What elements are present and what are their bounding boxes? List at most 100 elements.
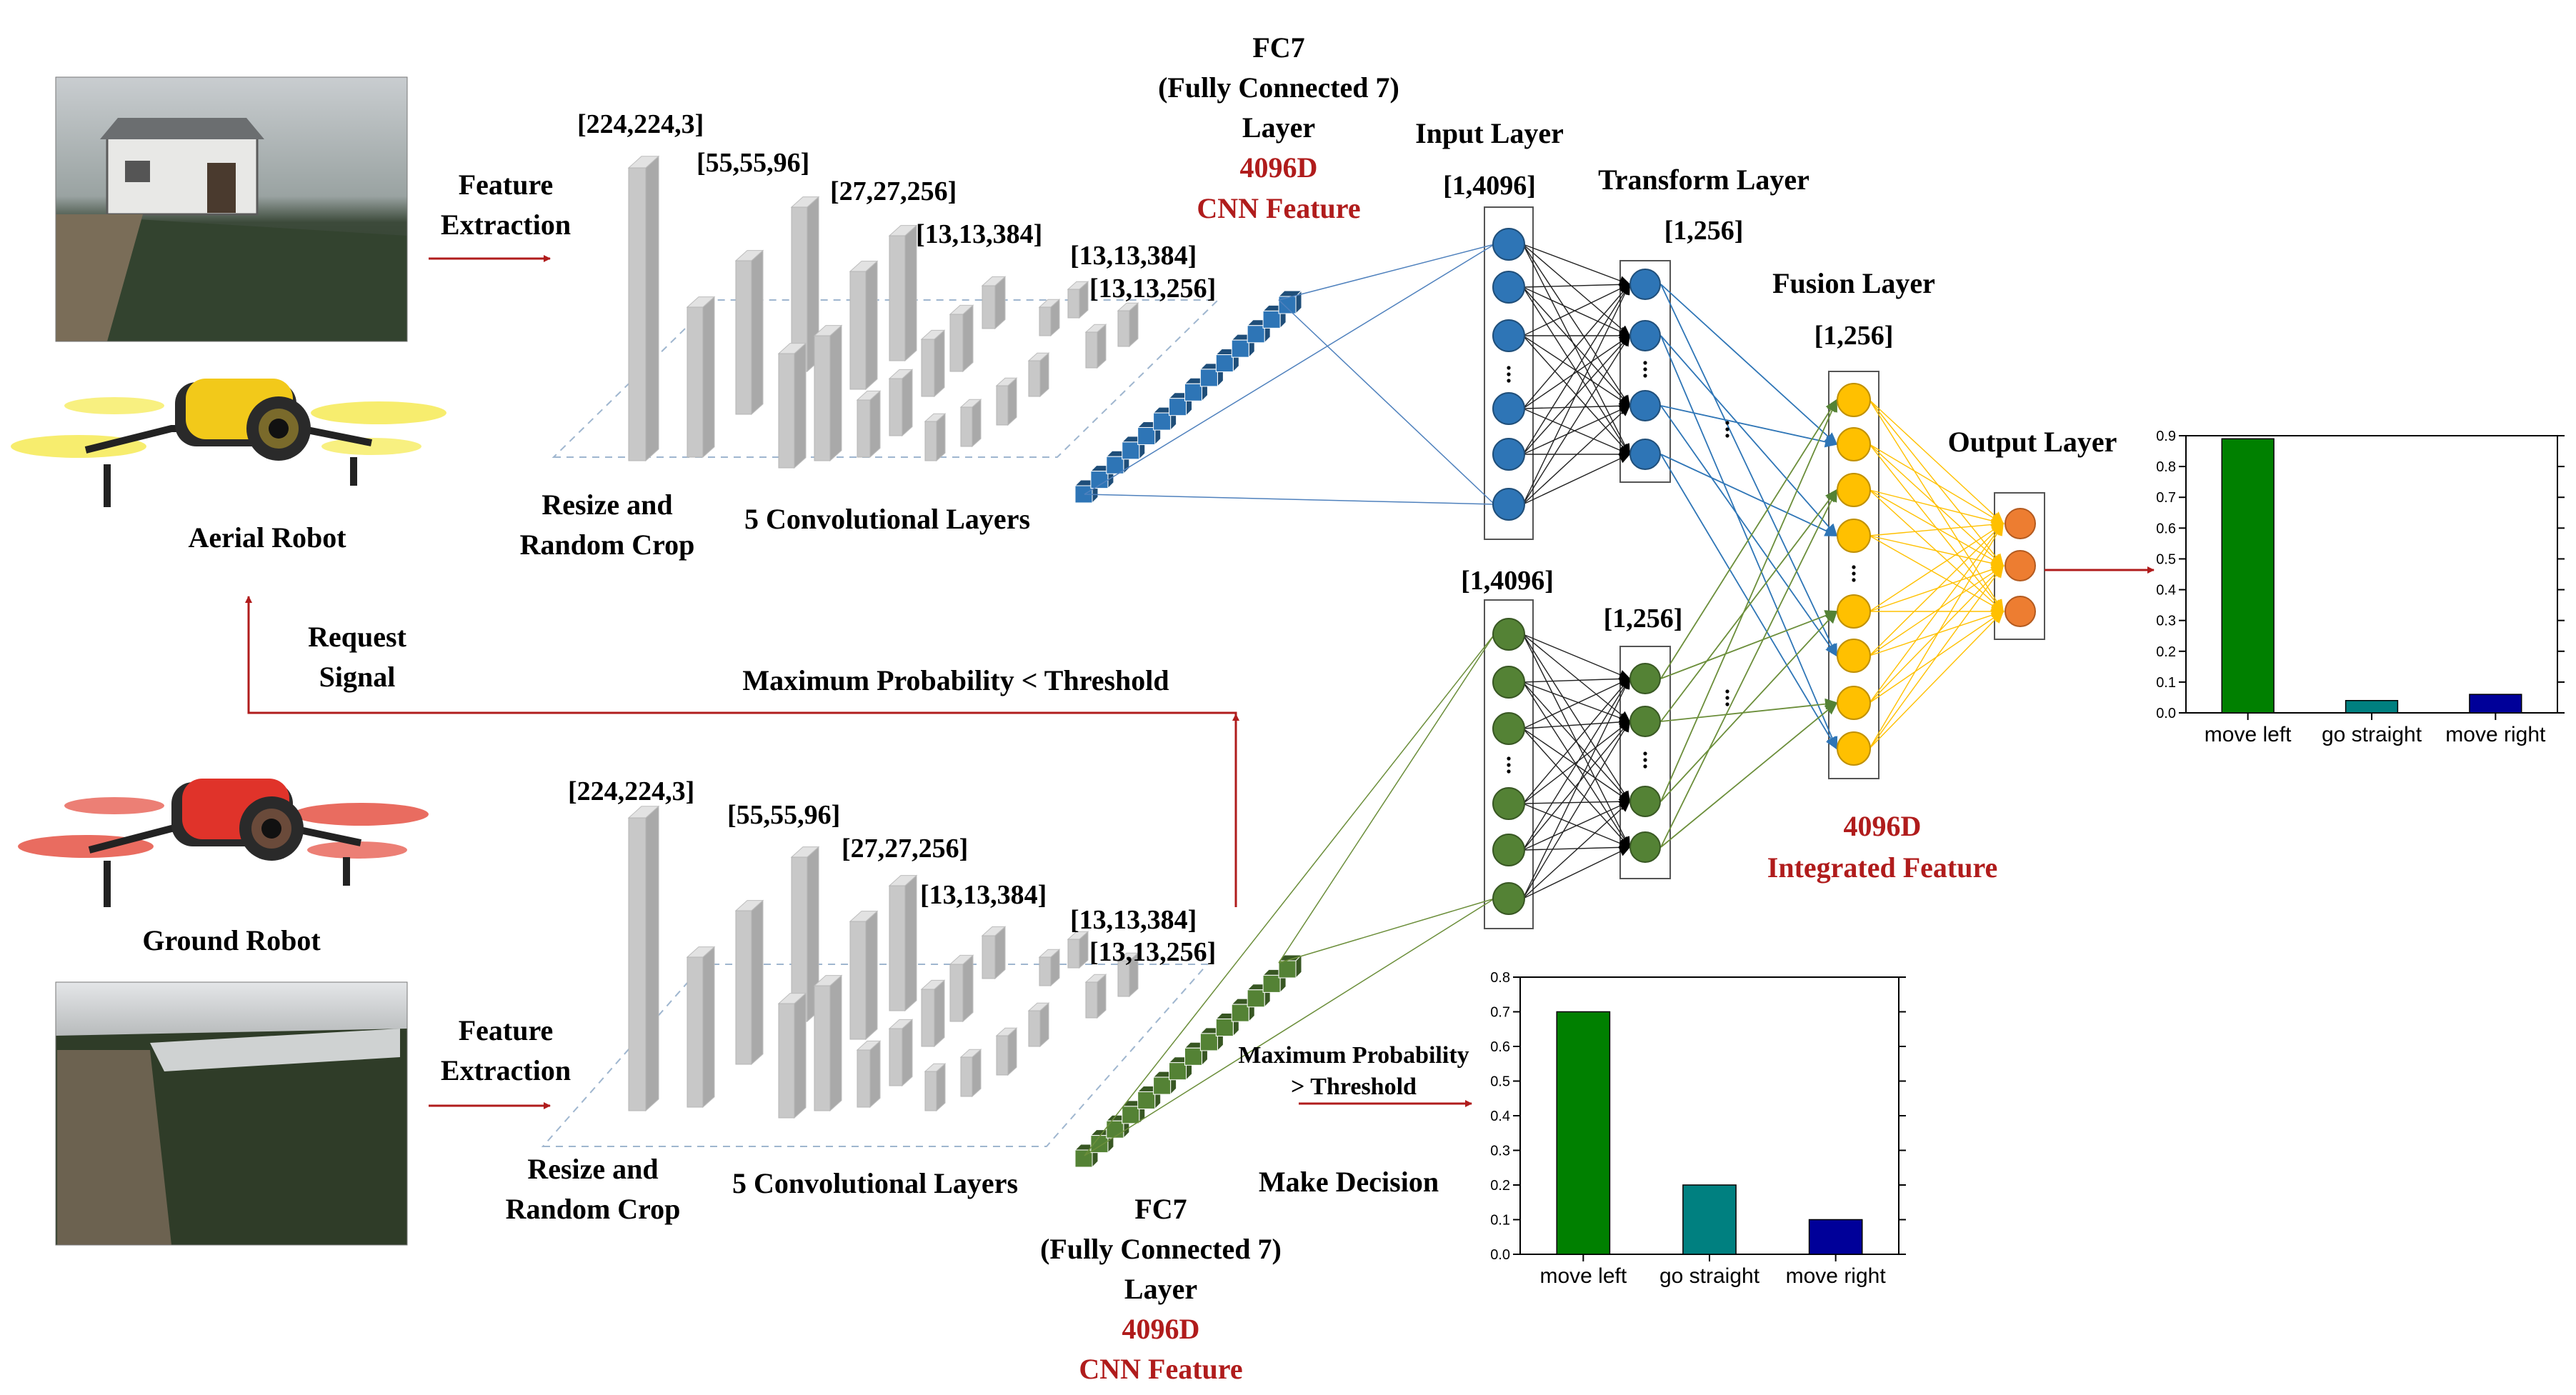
neuron bbox=[1837, 686, 1871, 720]
connection bbox=[1278, 634, 1495, 964]
fusion-network bbox=[1084, 206, 2045, 1156]
ellipsis-dot bbox=[1852, 578, 1856, 582]
ground-view-photo bbox=[55, 981, 408, 1246]
dim-bottom-3: [27,27,256] bbox=[842, 834, 968, 864]
dim-top-6: [13,13,256] bbox=[1089, 274, 1216, 304]
ellipsis-dot bbox=[1852, 565, 1856, 569]
connection bbox=[1522, 283, 1631, 455]
connection bbox=[1660, 405, 1838, 448]
connection bbox=[1660, 335, 1838, 750]
y-tick-label: 0.1 bbox=[1490, 1213, 1510, 1229]
fc7-feature-vector-top bbox=[1074, 289, 1303, 504]
connection bbox=[1522, 674, 1631, 684]
neuron bbox=[2005, 508, 2036, 539]
connection bbox=[1278, 898, 1495, 964]
connection bbox=[1869, 522, 2005, 704]
conv-layer-block bbox=[959, 399, 982, 448]
neuron bbox=[1492, 882, 1525, 915]
conv-layer-block bbox=[790, 846, 820, 1023]
connection bbox=[1278, 244, 1495, 301]
connection bbox=[1522, 408, 1631, 455]
y-tick-label: 0.6 bbox=[1490, 1039, 1510, 1055]
fc7-feature-bottom: CNN Feature bbox=[1079, 1353, 1242, 1385]
connection bbox=[1084, 494, 1495, 505]
x-tick-label: move left bbox=[2205, 723, 2292, 746]
neuron bbox=[1492, 438, 1525, 471]
neuron bbox=[1629, 439, 1661, 470]
y-tick-label: 0.4 bbox=[2156, 583, 2176, 599]
connection bbox=[1522, 846, 1631, 899]
ellipsis-dot bbox=[1643, 367, 1647, 371]
connection bbox=[1084, 898, 1495, 1156]
bar bbox=[1682, 1184, 1737, 1255]
connection bbox=[1869, 489, 2005, 566]
connection bbox=[1522, 335, 1631, 407]
neuron bbox=[1837, 427, 1871, 461]
connection bbox=[1522, 334, 1631, 409]
connection bbox=[1522, 720, 1631, 804]
connection bbox=[1522, 634, 1631, 723]
ellipsis-dot bbox=[1507, 372, 1511, 376]
ellipsis-dot bbox=[1643, 758, 1647, 762]
connection bbox=[1522, 677, 1631, 804]
input-dim-top: [1,4096] bbox=[1443, 171, 1536, 201]
conv-layer-block bbox=[627, 155, 660, 462]
neuron bbox=[1837, 519, 1871, 553]
conv-layer-block bbox=[920, 979, 946, 1048]
conv-layer-block bbox=[1027, 352, 1050, 398]
neuron bbox=[1837, 731, 1871, 766]
neuron bbox=[2005, 596, 2036, 627]
fc7-feature-vector-bottom bbox=[1074, 954, 1303, 1169]
y-tick-label: 0.1 bbox=[2156, 675, 2176, 691]
connection bbox=[1522, 244, 1631, 407]
y-tick-label: 0.3 bbox=[1490, 1144, 1510, 1159]
conv-layer-block bbox=[1038, 299, 1061, 337]
conv-layer-block bbox=[959, 1049, 982, 1098]
conv-layer-block bbox=[924, 1063, 947, 1112]
label-line: FC7 bbox=[1134, 1193, 1187, 1225]
ellipsis-dot bbox=[1725, 434, 1729, 438]
y-tick-label: 0.4 bbox=[1490, 1109, 1510, 1124]
y-tick-label: 0.7 bbox=[1490, 1005, 1510, 1021]
y-tick-label: 0.2 bbox=[2156, 644, 2176, 660]
make-decision-label: Make Decision bbox=[1259, 1166, 1439, 1198]
neuron bbox=[1492, 666, 1525, 699]
x-tick-label: move right bbox=[2445, 723, 2546, 746]
conv-layer-block bbox=[627, 805, 660, 1112]
ground-drone-icon bbox=[18, 779, 429, 907]
connection bbox=[1522, 405, 1631, 455]
neuron bbox=[1492, 488, 1525, 521]
feature-cube bbox=[1215, 348, 1240, 373]
connection bbox=[1522, 454, 1631, 505]
request-signal-path bbox=[245, 596, 1237, 907]
transform-layer-frame-top bbox=[1619, 260, 1671, 483]
label-line: Layer bbox=[1242, 111, 1315, 144]
input-layer-frame-top bbox=[1484, 206, 1534, 540]
fusion-layer-frame bbox=[1828, 371, 1879, 779]
conv-layer-block bbox=[856, 390, 882, 459]
conv-layer-block bbox=[813, 974, 843, 1112]
connection bbox=[1084, 634, 1495, 1156]
conv-layer-block bbox=[856, 1040, 882, 1109]
connection bbox=[1869, 564, 2005, 612]
connection bbox=[1522, 284, 1631, 336]
conv-layer-block bbox=[924, 413, 947, 462]
conv-layer-block bbox=[849, 910, 879, 1041]
label-line: > Threshold bbox=[1291, 1074, 1417, 1100]
y-tick-label: 0.0 bbox=[2156, 706, 2176, 721]
label-line: Extraction bbox=[441, 209, 571, 241]
neuron bbox=[1837, 383, 1871, 417]
dim-top-4: [13,13,384] bbox=[916, 219, 1042, 249]
connection bbox=[1869, 522, 2005, 749]
connection bbox=[1869, 519, 2005, 536]
connection bbox=[1278, 299, 1495, 505]
ellipsis-dot bbox=[1507, 379, 1511, 383]
connection bbox=[1522, 801, 1631, 851]
integrated-dim: 4096D bbox=[1844, 810, 1922, 842]
ellipsis-dot bbox=[1725, 702, 1729, 706]
conv-layer-block bbox=[849, 260, 879, 391]
